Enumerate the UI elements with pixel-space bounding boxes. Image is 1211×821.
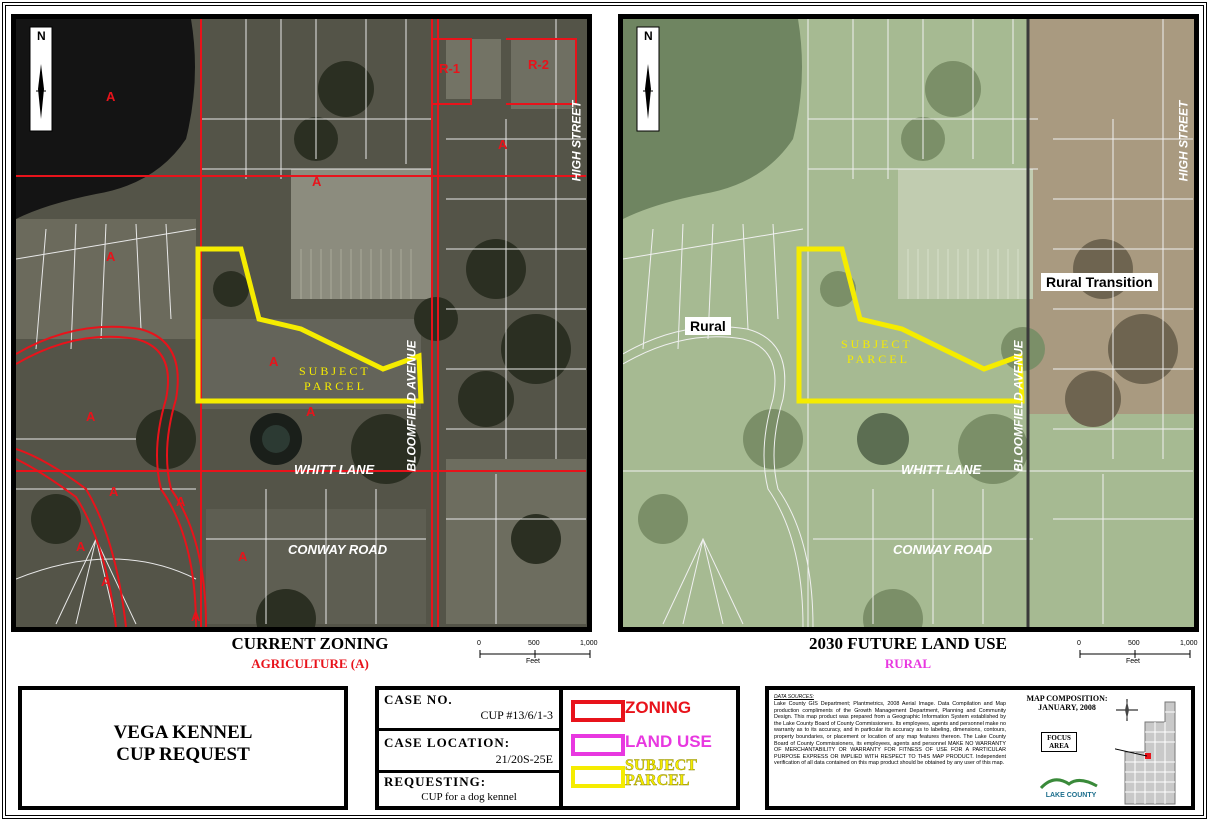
street-bloomfield: BLOOMFIELD AVENUE <box>1011 340 1026 472</box>
zoning-subtitle: AGRICULTURE (A) <box>251 656 369 671</box>
legend: ZONING LAND USE SUBJECT PARCEL <box>565 690 735 806</box>
title-box: VEGA KENNEL CUP REQUEST <box>18 686 348 810</box>
scale-tick-0: 0 <box>1077 640 1081 647</box>
street-high: HIGH STREET <box>569 100 584 182</box>
zone-label-a: A <box>106 249 116 264</box>
street-whitt-lane: WHITT LANE <box>901 462 982 477</box>
divider <box>379 770 559 773</box>
land-use-map: N Rural Rural Transition WHITT LANE CONW… <box>618 14 1199 632</box>
land-use-subtitle: RURAL <box>884 656 932 671</box>
rural-label: Rural <box>685 317 731 335</box>
zone-label-a: A <box>191 609 201 624</box>
zone-label-r2: R-2 <box>528 57 549 72</box>
divider <box>379 728 559 731</box>
title-line-2: CUP REQUEST <box>116 744 250 765</box>
case-left: CASE NO. CUP #13/6/1-3 CASE LOCATION: 21… <box>379 690 563 806</box>
case-location-label: CASE LOCATION: <box>384 735 511 750</box>
zone-label-a: A <box>312 174 322 189</box>
zoning-title: CURRENT ZONING <box>231 634 389 653</box>
sources-heading: DATA SOURCES: <box>774 694 814 700</box>
legend-swatch-zoning <box>571 700 625 722</box>
zone-label-a: A <box>498 137 508 152</box>
scale-bar-right: 0 500 1,000 Feet <box>1070 640 1210 670</box>
scale-bar-left: 0 500 1,000 Feet <box>470 640 610 670</box>
focus-area-label: FOCUS AREA <box>1041 732 1077 752</box>
zone-label-a: A <box>76 539 86 554</box>
legend-label-zoning: ZONING <box>625 698 692 717</box>
case-no-value: CUP #13/6/1-3 <box>480 708 553 722</box>
scale-tick-1000: 1,000 <box>1180 640 1198 647</box>
case-location-value: 21/20S-25E <box>495 752 553 766</box>
legend-swatch-subject <box>571 766 625 788</box>
scale-tick-500: 500 <box>528 640 540 647</box>
scale-unit: Feet <box>526 658 541 665</box>
requesting-label: REQUESTING: <box>384 774 487 789</box>
zone-label-a: A <box>306 404 316 419</box>
parcel-label: PARCEL <box>847 352 910 366</box>
street-high: HIGH STREET <box>1176 100 1191 182</box>
legend-swatch-land-use <box>571 734 625 756</box>
parcel-label: PARCEL <box>304 379 367 393</box>
street-whitt-lane: WHITT LANE <box>294 462 375 477</box>
legend-label-subject: SUBJECT PARCEL <box>625 757 697 789</box>
compass-icon <box>1116 699 1138 721</box>
requesting-value: CUP for a dog kennel <box>421 791 517 803</box>
subject-label: SUBJECT <box>299 364 371 378</box>
scale-tick-0: 0 <box>477 640 481 647</box>
street-conway-road: CONWAY ROAD <box>288 542 388 557</box>
county-logo-text: LAKE COUNTY <box>1045 792 1097 799</box>
scale-unit: Feet <box>1126 658 1141 665</box>
rural-transition-label: Rural Transition <box>1041 273 1158 291</box>
county-locator-map <box>1115 701 1176 805</box>
zone-label-r1: R-1 <box>439 61 460 76</box>
street-bloomfield: BLOOMFIELD AVENUE <box>404 340 419 472</box>
zone-label-a: A <box>176 494 186 509</box>
scale-tick-500: 500 <box>1128 640 1140 647</box>
subject-label: SUBJECT <box>841 337 913 351</box>
case-info-box: CASE NO. CUP #13/6/1-3 CASE LOCATION: 21… <box>375 686 740 810</box>
land-use-title: 2030 FUTURE LAND USE <box>809 634 1007 653</box>
map-composition: MAP COMPOSITION: <box>1026 694 1108 703</box>
composition-date: JANUARY, 2008 <box>1038 703 1096 712</box>
zone-label-a: A <box>109 484 119 499</box>
zone-label-a: A <box>86 409 96 424</box>
street-conway-road: CONWAY ROAD <box>893 542 993 557</box>
inner-frame <box>5 5 1204 816</box>
north-label: N <box>644 29 653 43</box>
zone-label-a: A <box>269 354 279 369</box>
title-line-1: VEGA KENNEL <box>113 722 253 743</box>
county-logo <box>1039 778 1098 790</box>
zone-label-a: A <box>238 549 248 564</box>
sources-text: Lake County GIS Department; Plantmetrics… <box>774 701 1006 767</box>
legend-label-land-use: LAND USE <box>625 732 712 751</box>
north-label: N <box>37 29 46 43</box>
case-no-label: CASE NO. <box>384 692 453 707</box>
zone-label-a: A <box>106 89 116 104</box>
data-sources-box: DATA SOURCES: Lake County GIS Department… <box>765 686 1195 810</box>
zone-label-a: A <box>101 574 111 589</box>
zoning-map: N A A A A A A A A A A A A A R-1 R-2 WHIT… <box>11 14 592 632</box>
scale-tick-1000: 1,000 <box>580 640 598 647</box>
